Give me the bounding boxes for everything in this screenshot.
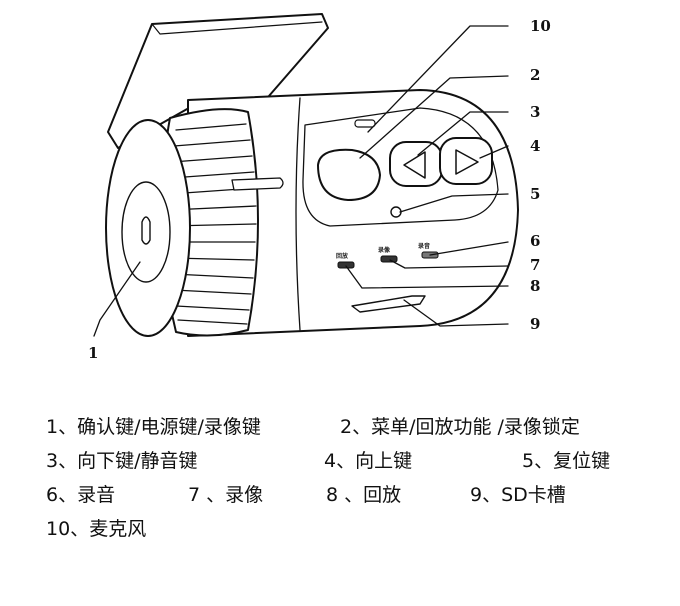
video-indicator — [380, 255, 398, 263]
ok-power-record-icon — [141, 216, 151, 245]
legend-item-4: 4、向上键 — [324, 450, 413, 472]
legend-item-10: 10、麦克风 — [46, 518, 147, 540]
legend-item-1: 1、确认键/电源键/录像键 — [46, 416, 261, 438]
callout-10: 10 — [530, 17, 551, 35]
playback-label: 回放 — [336, 252, 349, 260]
sd-card-slot — [351, 295, 426, 313]
legend-row-2: 3、向下键/静音键 4、向上键 5、复位键 — [46, 446, 646, 480]
callout-5: 5 — [530, 185, 540, 203]
callout-8: 8 — [530, 277, 540, 295]
menu-button — [317, 148, 381, 201]
down-button — [389, 141, 443, 187]
callout-9: 9 — [530, 315, 540, 333]
device-diagram: 回放 录像 录音 10 2 3 4 5 6 7 8 9 1 — [88, 13, 551, 360]
callout-7: 7 — [530, 256, 540, 274]
playback-indicator — [337, 261, 355, 269]
legend-row-4: 10、麦克风 — [46, 514, 646, 548]
video-label: 录像 — [378, 246, 391, 254]
legend-item-8: 8 、回放 — [326, 484, 402, 506]
microphone-hole — [354, 119, 376, 128]
callout-3: 3 — [530, 103, 540, 121]
legend-item-7: 7 、录像 — [188, 484, 264, 506]
legend-item-9: 9、SD卡槽 — [470, 484, 566, 506]
legend-item-5: 5、复位键 — [522, 450, 611, 472]
legend-item-6: 6、录音 — [46, 484, 116, 506]
legend: 1、确认键/电源键/录像键 2、菜单/回放功能 /录像锁定 3、向下键/静音键 … — [46, 412, 646, 548]
audio-label: 录音 — [418, 242, 430, 250]
legend-item-2: 2、菜单/回放功能 /录像锁定 — [340, 416, 580, 438]
legend-row-3: 6、录音 7 、录像 8 、回放 9、SD卡槽 — [46, 480, 646, 514]
callout-1: 1 — [88, 344, 98, 360]
callout-2: 2 — [530, 66, 540, 84]
callout-4: 4 — [530, 137, 540, 155]
callout-6: 6 — [530, 232, 540, 250]
legend-row-1: 1、确认键/电源键/录像键 2、菜单/回放功能 /录像锁定 — [46, 412, 646, 446]
legend-item-3: 3、向下键/静音键 — [46, 450, 198, 472]
up-button — [439, 137, 493, 185]
